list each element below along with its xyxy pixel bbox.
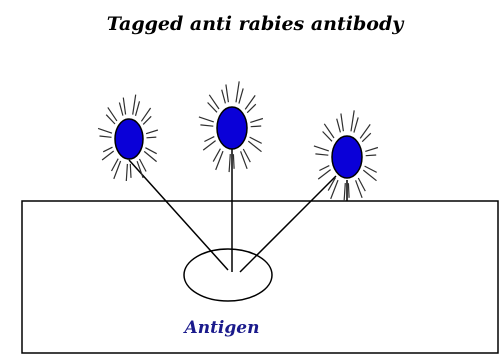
fluorescent-tag-left <box>98 95 158 181</box>
fluorescence-ray <box>341 114 344 132</box>
fluorescence-ray <box>100 136 112 137</box>
fluorescence-ray <box>365 148 378 152</box>
fluorescence-ray <box>136 101 140 116</box>
fluorescence-ray <box>351 110 354 131</box>
fluorescence-ray <box>203 141 215 151</box>
fluorescence-ray <box>354 117 358 132</box>
fluorescence-ray <box>233 154 234 169</box>
antigen-label: Antigen <box>183 318 260 338</box>
fluorescence-ray <box>319 166 329 171</box>
fluorescence-ray <box>348 183 349 198</box>
fluorescence-ray <box>250 119 263 123</box>
fluorescence-ray <box>204 137 214 142</box>
fluorescent-tag-middle <box>199 81 263 172</box>
fluorescence-ray <box>200 125 213 126</box>
fluorescence-ray <box>108 107 117 121</box>
fluorescence-ray <box>250 137 262 143</box>
diagram-title: Tagged anti rabies antibody <box>107 13 406 35</box>
fluorescence-ray <box>251 126 262 127</box>
fluorescence-ray <box>147 137 157 138</box>
fluorescence-ray <box>365 166 377 172</box>
fluorescence-ray <box>133 95 136 115</box>
fluorescence-ray <box>315 154 328 155</box>
fluorescence-ray <box>145 148 156 154</box>
fluorescence-ray <box>314 146 329 151</box>
fluorescence-ray <box>146 130 158 134</box>
fluorescence-ray <box>360 124 370 138</box>
fluorescence-ray <box>245 95 255 109</box>
fluorescence-ray <box>331 180 338 199</box>
fluorescence-ray <box>123 98 125 115</box>
fluorescence-ray <box>229 154 230 172</box>
antigen-shape <box>184 249 272 301</box>
fluorescence-ray <box>209 95 219 109</box>
fluorescent-label-dot <box>115 119 143 159</box>
fluorescence-ray <box>119 103 123 116</box>
fluorescence-ray <box>216 151 223 170</box>
fluorescence-ray <box>344 183 345 201</box>
fluorescence-ray <box>226 85 229 103</box>
fluorescence-ray <box>199 117 214 122</box>
fluorescent-label-dot <box>332 136 362 178</box>
antibody-stem-right <box>240 176 336 272</box>
fluorescence-ray <box>324 124 334 138</box>
fluorescence-ray <box>103 147 112 152</box>
fluorescent-label-dot <box>217 107 247 149</box>
fluorescence-ray <box>318 170 330 180</box>
tissue-substrate <box>22 201 498 353</box>
fluorescence-ray <box>102 151 114 160</box>
fluorescence-ray <box>239 88 243 103</box>
fluorescence-ray <box>222 90 226 104</box>
fluorescence-ray <box>337 119 341 133</box>
antibody-stem-left <box>129 160 228 270</box>
fluorescence-ray <box>236 81 239 102</box>
fluorescence-ray <box>141 108 150 121</box>
fluorescence-ray <box>130 164 131 178</box>
fluorescence-ray <box>126 164 127 181</box>
fluorescence-ray <box>98 128 112 133</box>
fluorescence-ray <box>366 155 377 156</box>
